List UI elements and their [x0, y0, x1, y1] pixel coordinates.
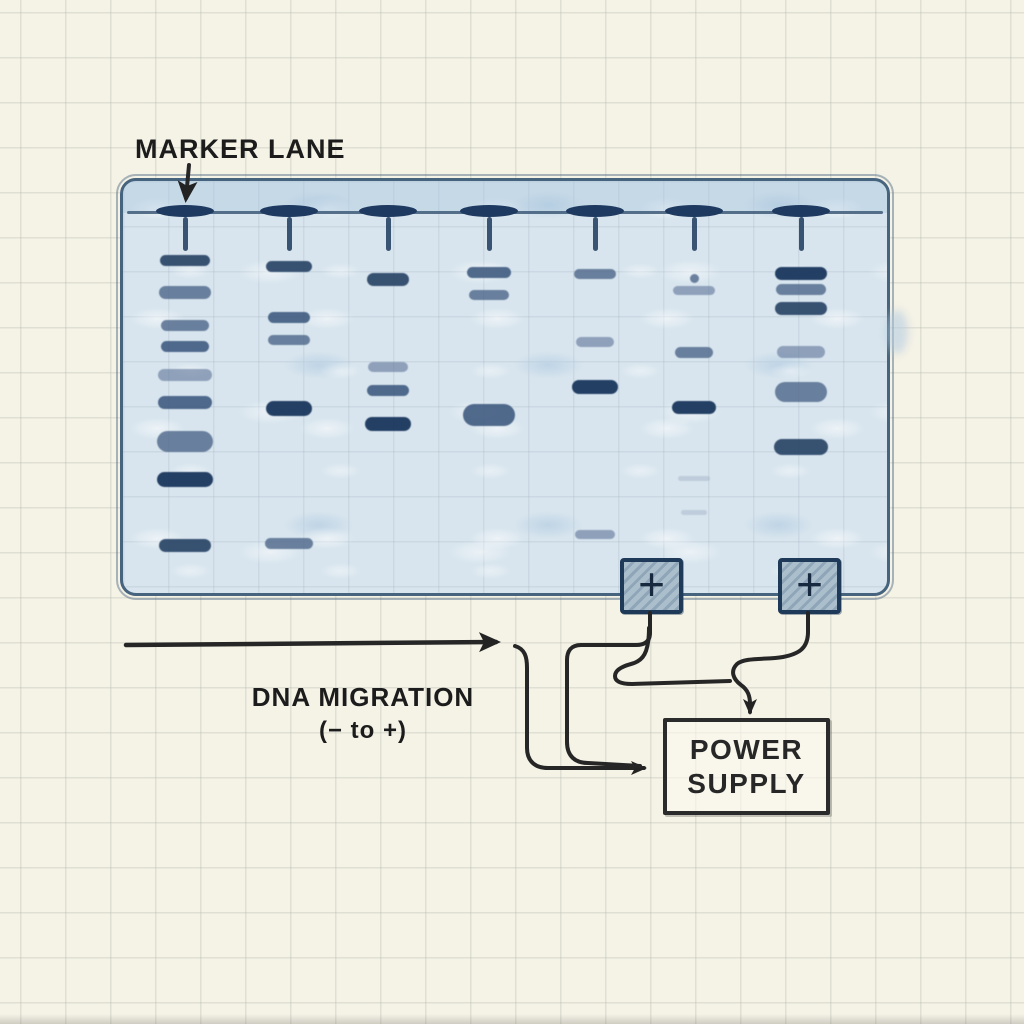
dna-migration-line1: DNA MIGRATION: [251, 682, 475, 712]
power-supply-line2: SUPPLY: [687, 767, 806, 799]
dna-band-lane-3: [367, 272, 409, 286]
well-lane-6: [665, 205, 723, 217]
dna-band-lane-4: [463, 404, 515, 426]
well-lane-2: [260, 205, 318, 217]
well-lane-3: [359, 205, 417, 217]
dna-band-lane-7: [775, 301, 827, 315]
dna-band-lane-6: [681, 509, 707, 515]
dna-band-lane-7: [775, 382, 827, 402]
well-lane-7: [772, 205, 830, 217]
dna-band-marker-lane: [158, 369, 212, 381]
plus-icon: +: [796, 558, 823, 610]
wire-left-electrode-down: [565, 611, 652, 768]
dna-band-lane-5: [575, 529, 615, 539]
page-bottom-shadow: [0, 1014, 1024, 1024]
dna-band-marker-lane: [157, 471, 213, 487]
power-supply-box: POWER SUPPLY: [663, 718, 830, 815]
dna-band-lane-5: [572, 380, 618, 394]
well-lane-5: [566, 205, 624, 217]
dna-band-lane-7: [775, 266, 827, 280]
dna-migration-line2: (− to +): [318, 717, 407, 744]
dna-band-lane-6: [689, 273, 699, 283]
dna-band-lane-7: [777, 346, 825, 358]
wire-right-electrode: [731, 611, 810, 715]
well-lane-4: [460, 205, 518, 217]
dna-band-lane-2: [266, 260, 312, 272]
dna-band-lane-2: [268, 335, 310, 345]
dna-band-lane-4: [467, 266, 511, 278]
dna-band-marker-lane: [160, 254, 210, 266]
plus-icon: +: [638, 558, 665, 610]
dna-band-lane-6: [678, 475, 710, 481]
dna-band-lane-2: [265, 537, 313, 549]
electrode-right: +: [778, 558, 841, 614]
gel-lanes: [123, 181, 887, 593]
comb-mark-lane-5: [592, 217, 598, 251]
dna-band-lane-6: [673, 285, 715, 295]
marker-lane-label: MARKER LANE: [135, 134, 346, 164]
dna-band-marker-lane: [161, 319, 209, 331]
comb-mark-lane-4: [486, 217, 492, 251]
dna-band-lane-2: [266, 400, 312, 416]
dna-migration-arrow: [123, 632, 501, 653]
comb-mark-lane-7: [798, 217, 804, 251]
dna-band-lane-3: [367, 384, 409, 396]
wire-left-electrode-across: [613, 626, 732, 686]
dna-migration-label: DNA MIGRATION (− to +): [228, 682, 498, 745]
dna-band-marker-lane: [157, 430, 213, 452]
dna-band-marker-lane: [159, 285, 211, 299]
pencil-smudge: [886, 310, 908, 354]
dna-band-lane-5: [576, 337, 614, 347]
power-supply-line1: POWER: [689, 733, 804, 765]
dna-band-lane-3: [368, 362, 408, 372]
dna-band-marker-lane: [158, 395, 212, 409]
dna-band-lane-6: [675, 346, 713, 358]
dna-band-lane-5: [574, 269, 616, 279]
dna-band-marker-lane: [159, 538, 211, 552]
gel-box: [116, 174, 894, 600]
dna-band-lane-4: [469, 290, 509, 300]
wire-to-power-supply-left: [513, 644, 647, 775]
comb-mark-lane-6: [691, 217, 697, 251]
dna-band-lane-2: [268, 311, 310, 323]
well-marker-lane: [156, 205, 214, 217]
comb-mark-lane-2: [286, 217, 292, 251]
dna-band-marker-lane: [161, 340, 209, 352]
dna-band-lane-3: [365, 417, 411, 431]
comb-mark-lane-3: [385, 217, 391, 251]
dna-band-lane-6: [672, 400, 716, 414]
dna-band-lane-7: [776, 283, 826, 295]
electrode-left: +: [620, 558, 683, 614]
comb-mark-marker-lane: [182, 217, 188, 251]
dna-band-lane-7: [774, 439, 828, 455]
